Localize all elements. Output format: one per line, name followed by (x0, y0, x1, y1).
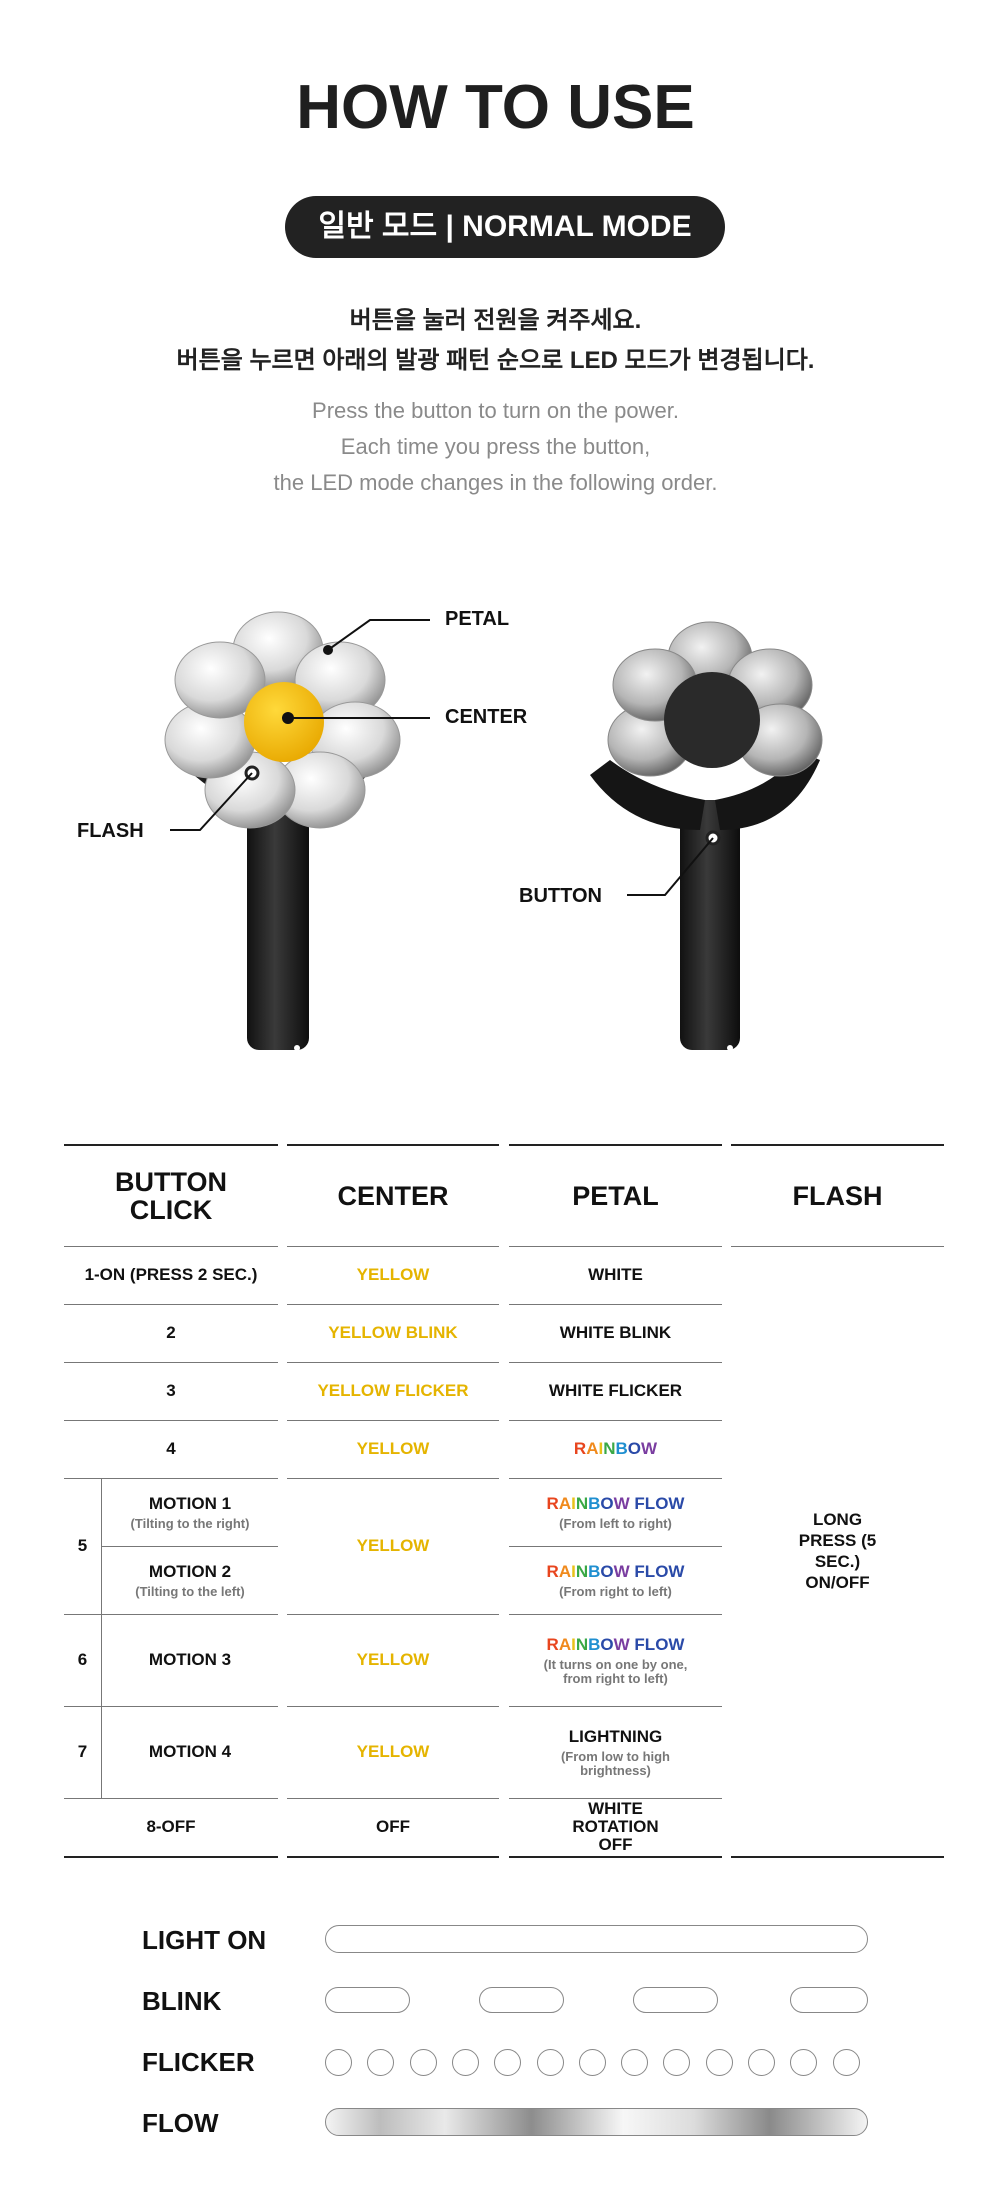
legend-flicker-dot (325, 2049, 352, 2076)
row5-motion2: MOTION 2 (Tilting to the left) (102, 1546, 278, 1614)
front-lightstick (164, 611, 430, 1051)
header-flash: FLASH (792, 1181, 883, 1211)
row4-click: 4 (166, 1439, 176, 1458)
legend-flicker-dot (705, 2049, 733, 2076)
legend-flicker-dot (832, 2049, 860, 2076)
motion2-sub: (Tilting to the left) (135, 1583, 245, 1599)
motion1-sub: (Tilting to the right) (130, 1515, 250, 1531)
row5-motion1: MOTION 1 (Tilting to the right) (102, 1478, 278, 1546)
row8-petal: WHITE ROTATION OFF (572, 1799, 659, 1854)
legend-flicker-dot (494, 2049, 522, 2076)
header-center: CENTER (337, 1181, 449, 1211)
lightstick-diagram (164, 611, 823, 1051)
rainbow-flow-text: RAINBOW FLOW (546, 1493, 685, 1513)
legend-blink-seg (790, 1987, 868, 2013)
legend-blink-seg (479, 1987, 564, 2013)
header-petal: PETAL (572, 1181, 659, 1211)
row8-center: OFF (376, 1817, 410, 1836)
legend-flicker-dot (409, 2049, 437, 2076)
row6-num: 6 (77, 1650, 88, 1669)
row5-num: 5 (77, 1536, 88, 1555)
petal-b-sub: (From right to left) (559, 1583, 672, 1599)
instruction-en-3: the LED mode changes in the following or… (273, 470, 718, 495)
row5-petal-a: RAINBOW FLOW (From left to right) (509, 1478, 722, 1546)
motion2-label: MOTION 2 (148, 1561, 232, 1581)
instruction-ko-1: 버튼을 눌러 전원을 켜주세요. (349, 307, 642, 334)
lightning-label: LIGHTNING (568, 1726, 663, 1746)
row2-center: YELLOW BLINK (328, 1323, 458, 1342)
row4-petal: RAINBOW (509, 1420, 722, 1478)
row3-click: 3 (166, 1381, 176, 1400)
mode-badge: 일반 모드 | NORMAL MODE (285, 196, 725, 258)
led-mode-table: BUTTON CLICK CENTER PETAL FLASH 1-ON (PR… (0, 1140, 991, 1860)
row6-petal: RAINBOW FLOW (It turns on one by one, fr… (509, 1614, 722, 1706)
page-title: HOW TO USE (296, 73, 695, 142)
lightstick-illustration: PETAL CENTER FLASH BUTTON (0, 590, 991, 1080)
petal-a-sub: (From left to right) (559, 1515, 672, 1531)
rainbow-flow-text: RAINBOW FLOW (546, 1634, 685, 1654)
row3-center: YELLOW FLICKER (317, 1381, 469, 1400)
legend-light-on-bar (325, 1925, 868, 1953)
legend-blink-label: BLINK (142, 1986, 222, 2016)
legend-blink-seg (325, 1987, 410, 2013)
row6-motion: MOTION 3 (148, 1650, 232, 1669)
row8-click: 8-OFF (146, 1817, 196, 1836)
row7-motion: MOTION 4 (148, 1742, 232, 1761)
row7-center: YELLOW (356, 1742, 430, 1761)
petal-sub: (From low to high brightness) (560, 1748, 671, 1778)
row5-center: YELLOW (356, 1536, 430, 1555)
callout-petal: PETAL (445, 608, 510, 630)
row1-center: YELLOW (356, 1265, 430, 1284)
rainbow-flow-text: RAINBOW FLOW (546, 1561, 685, 1581)
row4-center: YELLOW (356, 1439, 430, 1458)
legend-flicker-dot (578, 2049, 606, 2076)
legend-flicker-dot (367, 2049, 395, 2076)
row2-petal: WHITE BLINK (559, 1323, 672, 1342)
legend-flow-label: FLOW (142, 2108, 219, 2138)
legend-flicker-dot (790, 2049, 818, 2076)
legend-blink-seg (633, 1987, 718, 2013)
row3-petal: WHITE FLICKER (548, 1381, 683, 1400)
rainbow-text: RAINBOW (573, 1439, 658, 1458)
callout-button: BUTTON (519, 885, 602, 907)
instruction-en-2: Each time you press the button, (340, 434, 651, 459)
legend-flicker-dot (748, 2049, 775, 2076)
legend-flicker-dot (663, 2049, 691, 2076)
row7-petal: LIGHTNING (From low to high brightness) (509, 1706, 722, 1798)
back-lightstick (590, 621, 823, 1051)
callout-center: CENTER (445, 706, 528, 728)
callout-flash: FLASH (77, 820, 144, 842)
motion1-label: MOTION 1 (148, 1493, 232, 1513)
instruction-en-1: Press the button to turn on the power. (312, 398, 679, 423)
row1-petal: WHITE (588, 1265, 643, 1284)
legend-flicker-dot (621, 2049, 649, 2076)
row7-num: 7 (77, 1742, 88, 1761)
petal-sub: (It turns on one by one, from right to l… (543, 1656, 688, 1686)
header-button-click: BUTTON CLICK (115, 1167, 227, 1225)
legend-flicker-label: FLICKER (142, 2047, 255, 2077)
legend-light-on-label: LIGHT ON (142, 1925, 267, 1955)
legend-flicker-dot (536, 2049, 564, 2076)
flash-cell: LONG PRESS (5 SEC.) ON/OFF (798, 1510, 877, 1592)
row6-center: YELLOW (356, 1650, 430, 1669)
legend-flicker-dot (451, 2049, 479, 2076)
row2-click: 2 (166, 1323, 176, 1342)
row1-click: 1-ON (PRESS 2 SEC.) (84, 1265, 258, 1284)
legend-flow-bar (325, 2108, 868, 2136)
instruction-ko-2: 버튼을 누르면 아래의 발광 패턴 순으로 LED 모드가 변경됩니다. (176, 347, 815, 374)
row5-petal-b: RAINBOW FLOW (From right to left) (509, 1546, 722, 1614)
